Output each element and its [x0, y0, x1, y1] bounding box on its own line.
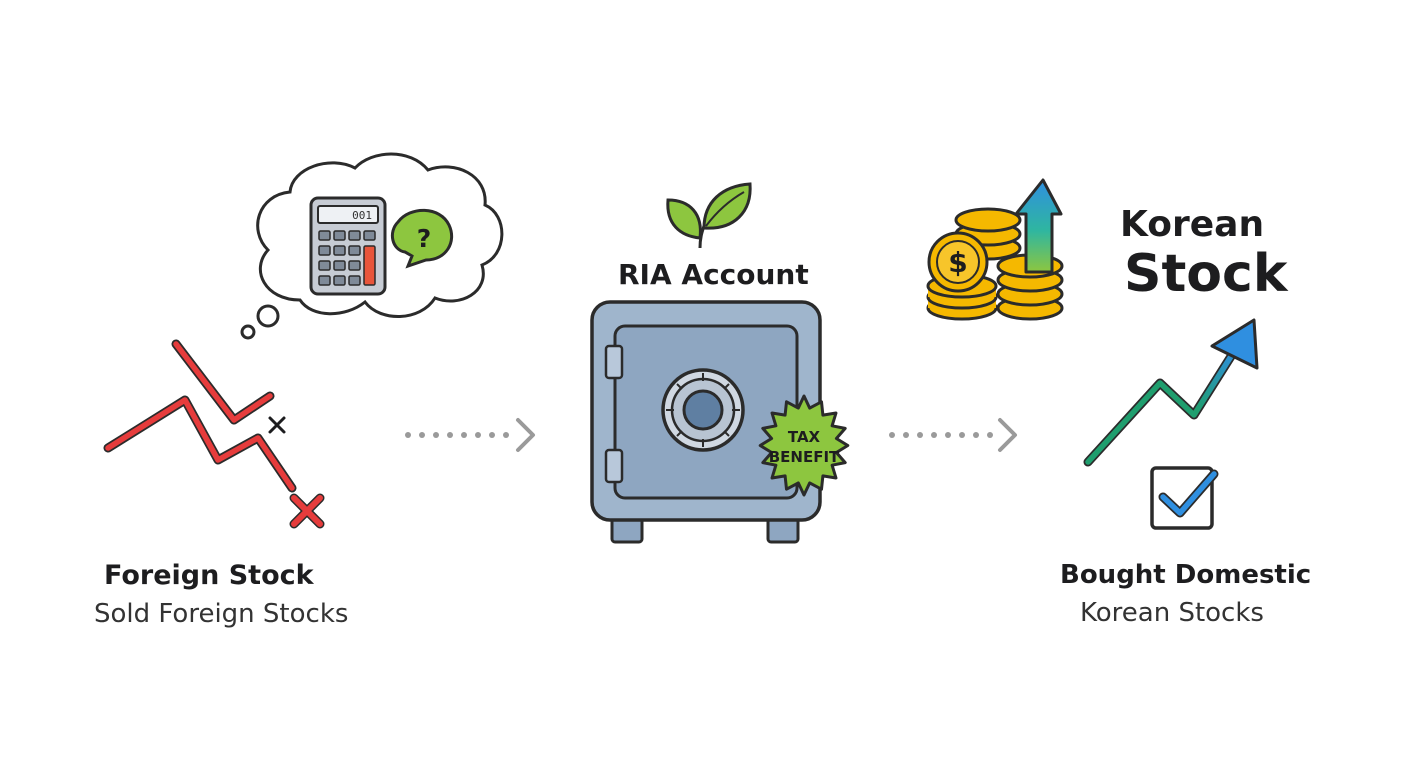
calculator-equals-key — [363, 245, 376, 286]
blue-up-arrow-icon — [1014, 178, 1063, 274]
tax-benefit-badge: TAX BENEFIT — [758, 394, 850, 497]
dotted-arrow-left — [405, 418, 535, 452]
safe-lower-hinge — [604, 448, 624, 484]
right-title: Bought Domestic — [1060, 560, 1312, 590]
dotted-arrow-right — [889, 418, 1017, 452]
red-x-icon — [289, 493, 325, 529]
right-subtitle: Korean Stocks — [1080, 598, 1264, 628]
right-heading-line1: Korean — [1120, 204, 1265, 245]
dollar-coin-icon: $ — [927, 231, 989, 293]
question-speech-icon: ? — [390, 208, 454, 269]
dollar-sign-text: $ — [948, 246, 967, 279]
thought-dot-small — [240, 324, 256, 340]
badge-line2-text: BENEFIT — [769, 448, 840, 466]
calculator-icon: 001 — [309, 196, 387, 296]
falling-chart-icon — [103, 339, 297, 493]
right-heading-line2: Stock — [1124, 244, 1288, 304]
small-x-icon — [268, 416, 286, 434]
checkbox-icon — [1150, 466, 1219, 530]
left-subtitle: Sold Foreign Stocks — [94, 599, 349, 629]
question-mark-text: ? — [417, 224, 432, 253]
rising-chart-icon — [1083, 318, 1259, 467]
safe-dial-icon — [661, 368, 745, 452]
leaf-icon — [666, 182, 752, 249]
thought-dot-large — [256, 304, 280, 328]
center-title: RIA Account — [618, 258, 809, 291]
badge-line1-text: TAX — [788, 428, 821, 446]
safe-icon — [590, 300, 822, 544]
safe-upper-hinge — [604, 344, 624, 380]
calculator-display-text: 001 — [352, 209, 372, 222]
left-title: Foreign Stock — [104, 560, 314, 591]
